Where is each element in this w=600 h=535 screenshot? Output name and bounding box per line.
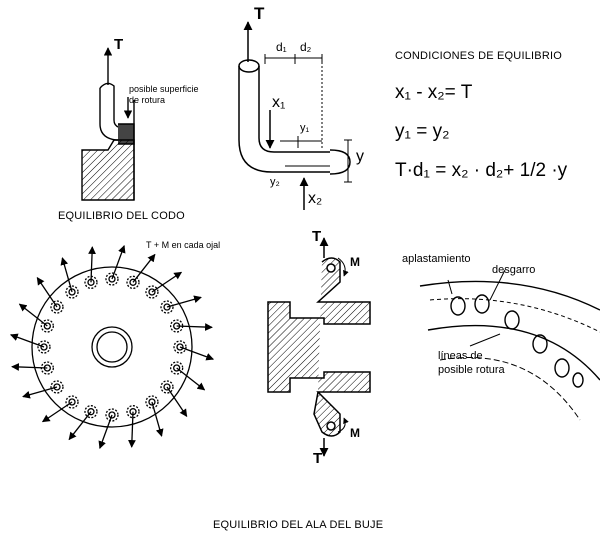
eyelet-hole	[68, 398, 76, 406]
eyelet-force-arrow	[179, 346, 214, 361]
equation-3: T·d₁ = x₂ · d₂+ 1/2 ·y	[395, 160, 568, 181]
eyelet-force-arrow	[132, 253, 156, 283]
eyelet-hole	[129, 278, 137, 286]
eyelet-hole	[148, 288, 156, 296]
hub-section	[267, 237, 371, 457]
eyelet-force-arrow	[151, 271, 183, 293]
label-y2: y₂	[270, 176, 280, 188]
eyelet-force-arrow	[128, 411, 136, 448]
label-t-bottom: T	[313, 450, 323, 467]
label-y1: y₁	[300, 122, 310, 134]
flange-wheel	[10, 245, 214, 449]
eyelet-hole	[163, 383, 171, 391]
eyelet-force-arrow	[166, 386, 188, 418]
small-elbow-sketch	[81, 47, 135, 201]
label-t-elbow: T	[254, 4, 265, 23]
eyelet-ring	[10, 245, 214, 449]
eyelet-outline	[145, 285, 159, 299]
eyelet-force-arrow	[60, 257, 73, 293]
label-posible-rotura: posible rotura	[438, 364, 505, 376]
eyelet-force-arrow	[176, 323, 213, 331]
eyelet-outline	[173, 340, 187, 354]
eyelet-hole	[68, 288, 76, 296]
eyelet-outline	[126, 275, 140, 289]
label-m-bottom: M	[350, 426, 360, 440]
eyelet-hole	[108, 411, 116, 419]
eyelet-force-arrow	[41, 401, 73, 423]
eyelet-force-arrow	[68, 411, 92, 441]
label-lineas-de: líneas de	[438, 350, 483, 362]
eyelet-outline	[145, 395, 159, 409]
eyelet-outline	[65, 285, 79, 299]
eyelet-outline	[84, 275, 98, 289]
eyelet-hole	[40, 343, 48, 351]
eyelet-hole	[173, 364, 181, 372]
eyelet-force-arrow	[22, 386, 58, 399]
label-d1: d₁	[276, 40, 287, 54]
eyelet-outline	[126, 405, 140, 419]
eyelet-force-arrow	[151, 401, 164, 437]
eyelet-hole	[43, 322, 51, 330]
label-aplastamiento: aplastamiento	[402, 253, 471, 265]
eyelet-force-arrow	[88, 246, 96, 283]
eyelet-hole	[108, 275, 116, 283]
equation-2: y₁ = y₂	[395, 121, 450, 142]
label-y: y	[356, 148, 364, 165]
elbow-free-body	[238, 21, 352, 210]
eyelet-outline	[37, 340, 51, 354]
label-t-m-each-eyelet: T + M en cada ojal	[146, 240, 221, 250]
eyelet-hole	[87, 408, 95, 416]
eyelet-force-arrow	[111, 245, 126, 280]
eyelet-force-arrow	[176, 367, 206, 391]
eyelet-hole	[148, 398, 156, 406]
eyelet-outline	[50, 380, 64, 394]
eyelet-outline	[50, 300, 64, 314]
eyelet-outline	[105, 272, 119, 286]
label-x1: x₁	[272, 94, 286, 111]
eyelet-force-arrow	[98, 414, 113, 449]
eyelet-hole	[163, 303, 171, 311]
label-d2: d₂	[300, 40, 312, 54]
equation-1: x₁ - x₂= T	[395, 82, 473, 103]
eyelet-outline	[84, 405, 98, 419]
eyelet-outline	[105, 408, 119, 422]
label-m-top: M	[350, 255, 360, 269]
label-desgarro: desgarro	[492, 264, 536, 276]
label-surface-1: posible superficie	[129, 84, 199, 94]
eyelet-force-arrow	[10, 333, 45, 348]
label-surface-2: de rotura	[129, 95, 166, 105]
rim-detail	[419, 269, 600, 421]
eyelet-force-arrow	[11, 363, 48, 371]
eyelet-hole	[53, 303, 61, 311]
label-t-small: T	[114, 36, 124, 53]
eyelet-force-arrow	[18, 303, 48, 327]
equilibrium-conditions-title: CONDICIONES DE EQUILIBRIO	[395, 50, 562, 62]
label-x2: x₂	[308, 190, 323, 207]
eyelet-hole	[176, 343, 184, 351]
eyelet-outline	[170, 361, 184, 375]
eyelet-outline	[160, 380, 174, 394]
eyelet-force-arrow	[36, 276, 58, 308]
elbow-equilibrium-caption: EQUILIBRIO DEL CODO	[58, 210, 185, 222]
eyelet-outline	[65, 395, 79, 409]
eyelet-hole	[53, 383, 61, 391]
eyelet-force-arrow	[166, 295, 202, 308]
eyelet-outline	[160, 300, 174, 314]
label-t-top: T	[312, 228, 322, 245]
eyelet-outline	[40, 319, 54, 333]
hub-flange-equilibrium-caption: EQUILIBRIO DEL ALA DEL BUJE	[213, 519, 384, 531]
